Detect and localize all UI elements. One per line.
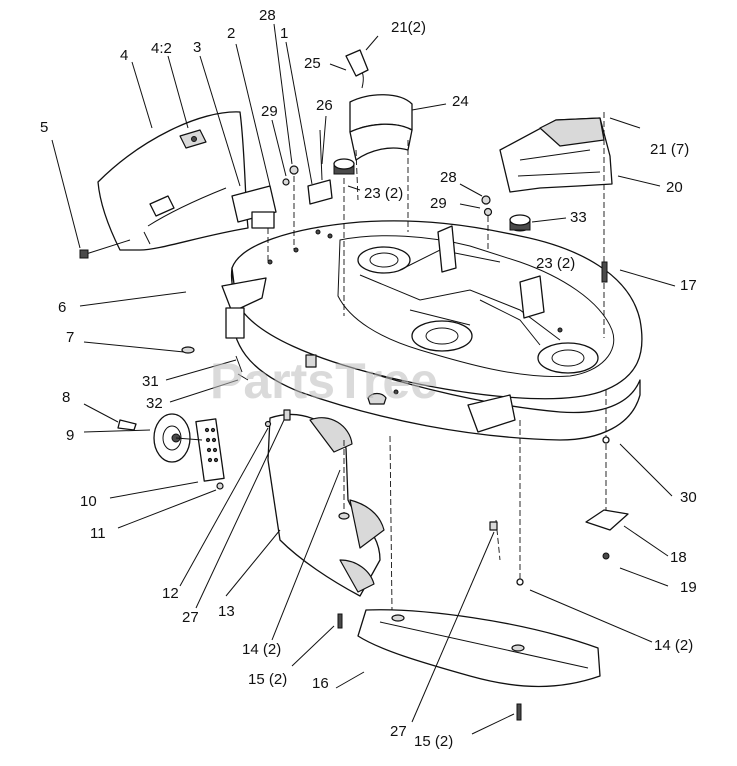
callout-8: 8 [62, 389, 70, 406]
callout-23-left: 23 (2) [364, 185, 403, 202]
callout-27-bottom: 27 [390, 723, 407, 740]
callout-4-2: 4:2 [151, 40, 172, 57]
callout-29-left: 29 [261, 103, 278, 120]
callout-3: 3 [193, 39, 201, 56]
callout-30: 30 [680, 489, 697, 506]
callout-1: 1 [280, 25, 288, 42]
callout-14-right: 14 (2) [654, 637, 693, 654]
callout-33: 33 [570, 209, 587, 226]
callout-24: 24 [452, 93, 469, 110]
discharge-chute [499, 117, 613, 193]
callout-29-right: 29 [430, 195, 447, 212]
leader-lines [51, 23, 676, 735]
callout-4: 4 [120, 47, 128, 64]
callout-2: 2 [227, 25, 235, 42]
assembly-dash-lines [267, 176, 501, 611]
callout-28-right: 28 [440, 169, 457, 186]
pulley-23 [333, 158, 355, 316]
callout-5: 5 [40, 119, 48, 136]
callout-32: 32 [146, 395, 163, 412]
front-baffle [357, 609, 601, 688]
callout-10: 10 [80, 493, 97, 510]
callout-13: 13 [218, 603, 235, 620]
watermark: PartsTree [210, 353, 438, 409]
callout-15-bottom: 15 (2) [414, 733, 453, 750]
deck-housing [230, 220, 643, 441]
callout-26: 26 [316, 97, 333, 114]
callout-27-left: 27 [182, 609, 199, 626]
callout-28-top: 28 [259, 7, 276, 24]
callout-23-right: 23 (2) [536, 255, 575, 272]
gauge-wheel-assembly [117, 277, 291, 490]
bracket-26 [307, 129, 333, 205]
callout-21-right: 21 (7) [650, 141, 689, 158]
baffle [267, 413, 385, 597]
bottom-bolts [337, 512, 522, 721]
callout-21-top: 21(2) [391, 19, 426, 36]
callout-6: 6 [58, 299, 66, 316]
bolt-5 [79, 239, 131, 259]
pulley-33 [509, 214, 531, 232]
blade-hardware [516, 112, 629, 586]
belt-cover [97, 111, 277, 251]
callout-17: 17 [680, 277, 697, 294]
callout-11: 11 [90, 525, 106, 542]
callout-18: 18 [670, 549, 687, 566]
callout-14-left: 14 (2) [242, 641, 281, 658]
callout-labels: 4 4:2 3 2 28 1 5 29 26 25 21(2) 24 23 (2… [40, 7, 697, 750]
callout-19: 19 [680, 579, 697, 596]
callout-12: 12 [162, 585, 179, 602]
spindle-shield [345, 49, 413, 232]
callout-7: 7 [66, 329, 74, 346]
callout-20: 20 [666, 179, 683, 196]
callout-25: 25 [304, 55, 321, 72]
callout-9: 9 [66, 427, 74, 444]
nuts-28-29 [282, 165, 493, 217]
callout-15-left: 15 (2) [248, 671, 287, 688]
callout-31: 31 [142, 373, 159, 390]
callout-16: 16 [312, 675, 329, 692]
